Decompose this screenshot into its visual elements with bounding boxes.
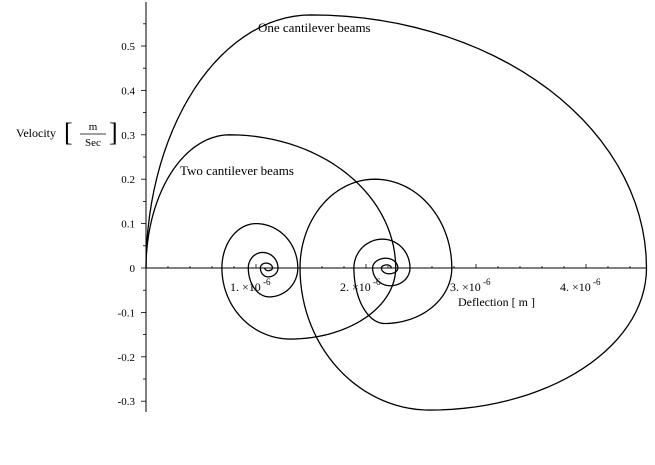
x-tick-label: 1. ×10 -6: [230, 277, 271, 294]
annotation-two-cantilever: Two cantilever beams: [180, 163, 294, 178]
y-label-bracket-left: [: [64, 118, 73, 147]
y-tick-label: -0.3: [118, 396, 136, 408]
curves: [145, 14, 648, 411]
y-label-denominator: Sec: [85, 137, 101, 149]
y-label-text: Velocity: [16, 126, 56, 140]
y-tick-label: 0.1: [121, 219, 135, 231]
annotation-one-cantilever: One cantilever beams: [258, 20, 371, 35]
y-tick-label: 0.3: [121, 130, 135, 142]
x-tick-label: 2. ×10 -6: [340, 277, 381, 294]
y-tick-label: -0.1: [118, 307, 135, 319]
y-ticks: 0.5 0.4 0.3 0.2 0.1 0 -0.1 -0.2 -0.3: [118, 23, 146, 408]
y-label-bracket-right: ]: [109, 118, 118, 147]
y-axis-label: Velocity [ m Sec ]: [16, 118, 118, 149]
series-one-cantilever-beams: [145, 14, 648, 411]
x-tick-label: 4. ×10 -6: [560, 277, 601, 294]
y-tick-label: 0: [130, 263, 136, 275]
y-tick-label: 0.2: [121, 174, 135, 186]
x-ticks: 1. ×10 -6 2. ×10 -6 3. ×10 -6 4. ×10 -6: [167, 264, 631, 294]
x-tick-label: 3. ×10 -6: [450, 277, 491, 294]
y-label-numerator: m: [89, 121, 98, 133]
y-tick-label: 0.5: [121, 41, 135, 53]
x-axis-label: Deflection [ m ]: [458, 295, 535, 309]
y-tick-label: -0.2: [118, 352, 135, 364]
y-tick-label: 0.4: [121, 85, 135, 97]
